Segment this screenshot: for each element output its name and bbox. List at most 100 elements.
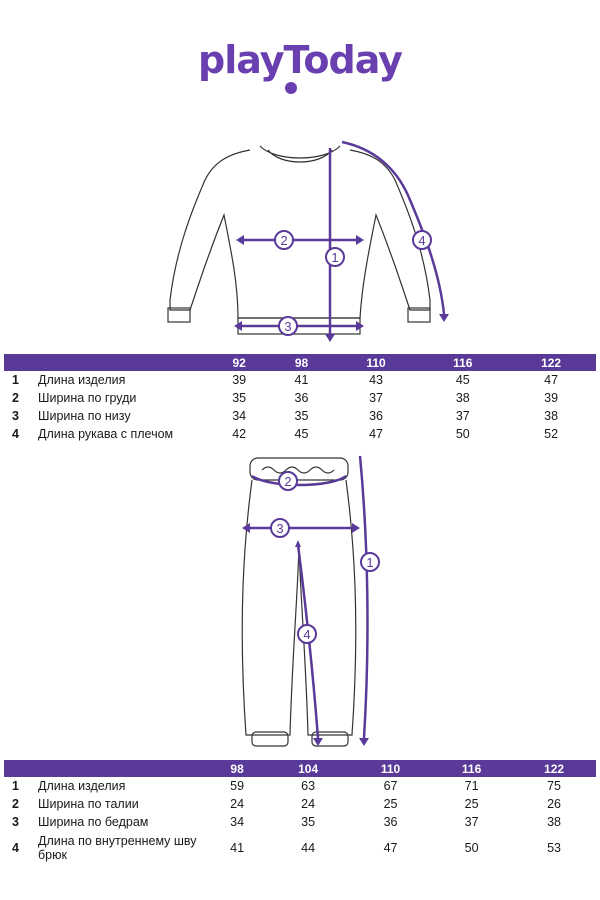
top-marker-2: 2 xyxy=(274,230,294,250)
table-header-cell xyxy=(34,760,208,777)
table-cell: 41 xyxy=(294,373,309,387)
svg-text:1: 1 xyxy=(366,555,373,570)
pants-size-table: 98 104 110 116 122 1 Длина изделия 59 63 6… xyxy=(4,760,596,865)
table-cell: 39 xyxy=(232,373,247,387)
table-cell: 35 xyxy=(294,409,309,423)
table-cell: 4 xyxy=(12,427,19,441)
table-cell: 26 xyxy=(547,797,561,811)
table-row: 1 Длина изделия 39 41 43 45 47 xyxy=(4,371,596,389)
table-cell: 71 xyxy=(464,779,479,793)
table-cell: 59 xyxy=(230,779,245,793)
table-cell: 42 xyxy=(232,427,247,441)
table-header-row: 92 98 110 116 122 xyxy=(4,354,596,371)
svg-text:3: 3 xyxy=(276,521,283,536)
pants-illustration: 1 2 3 4 xyxy=(241,455,380,747)
table-cell: 38 xyxy=(455,391,470,405)
table-cell: 35 xyxy=(232,391,247,405)
table-cell: 67 xyxy=(383,779,398,793)
table-cell: 34 xyxy=(232,409,247,423)
table-cell: Ширина по бедрам xyxy=(38,815,149,829)
table-row: 4 Длина рукава с плечом 42 45 47 50 52 xyxy=(4,425,596,443)
size-column: 104 xyxy=(266,760,351,777)
table-row: 4 Длина по внутреннему шву брюк 41 44 47 50… xyxy=(4,831,596,865)
table-cell: 4 xyxy=(12,841,19,855)
table-cell: 1 xyxy=(12,779,19,793)
brand-logo-dot xyxy=(285,82,297,94)
table-cell: 52 xyxy=(544,427,559,441)
svg-text:4: 4 xyxy=(418,233,425,248)
table-cell: 41 xyxy=(230,841,245,855)
table-cell: 24 xyxy=(230,797,245,811)
table-cell: 36 xyxy=(369,409,383,423)
size-column: 92 xyxy=(208,354,271,371)
top-marker-4: 4 xyxy=(412,230,432,250)
svg-text:2: 2 xyxy=(280,233,287,248)
top-marker-3: 3 xyxy=(278,316,298,336)
table-cell: 47 xyxy=(369,427,383,441)
table-cell: 63 xyxy=(301,779,316,793)
table-row: 2 Ширина по груди 35 36 37 38 39 xyxy=(4,389,596,407)
table-cell: 47 xyxy=(383,841,398,855)
brand-logo: playToday xyxy=(198,38,403,82)
size-column: 110 xyxy=(332,354,420,371)
table-cell: 38 xyxy=(547,815,561,829)
table-cell: 43 xyxy=(369,373,383,387)
table-cell: Длина по внутреннему шву брюк xyxy=(38,834,197,862)
svg-text:3: 3 xyxy=(284,319,291,334)
table-cell: Длина изделия xyxy=(38,779,126,793)
table-cell: 37 xyxy=(369,391,383,405)
pants-marker-1: 1 xyxy=(360,552,380,572)
table-cell: 3 xyxy=(12,815,19,829)
size-column: 122 xyxy=(512,760,596,777)
table-row: 3 Ширина по низу 34 35 36 37 38 xyxy=(4,407,596,425)
table-cell: Длина рукава с плечом xyxy=(38,427,174,441)
svg-text:1: 1 xyxy=(331,250,338,265)
table-cell: 36 xyxy=(383,815,398,829)
table-cell: 53 xyxy=(547,841,561,855)
size-column: 122 xyxy=(506,354,596,371)
table-cell: Длина изделия xyxy=(38,373,126,387)
table-cell: 25 xyxy=(464,797,479,811)
table-cell: 38 xyxy=(544,409,559,423)
table-cell: Ширина по низу xyxy=(38,409,131,423)
table-cell: 50 xyxy=(455,427,470,441)
pants-marker-2: 2 xyxy=(278,471,298,491)
table-cell: 3 xyxy=(12,409,19,423)
table-cell: 2 xyxy=(12,797,19,811)
table-cell: 50 xyxy=(464,841,479,855)
table-row: 1 Длина изделия 59 63 67 71 75 xyxy=(4,777,596,795)
table-cell: 25 xyxy=(383,797,398,811)
top-marker-1: 1 xyxy=(325,247,345,267)
table-cell: 34 xyxy=(230,815,245,829)
table-cell: 36 xyxy=(294,391,309,405)
table-cell: 75 xyxy=(547,779,561,793)
size-column: 98 xyxy=(270,354,333,371)
table-cell: 44 xyxy=(301,841,316,855)
table-cell: Ширина по груди xyxy=(38,391,137,405)
table-row: 2 Ширина по талии 24 24 25 25 26 xyxy=(4,795,596,813)
svg-text:4: 4 xyxy=(303,627,310,642)
table-header-cell xyxy=(4,354,34,371)
table-cell: 45 xyxy=(294,427,309,441)
table-cell: 47 xyxy=(544,373,559,387)
table-row: 3 Ширина по бедрам 34 35 36 37 38 xyxy=(4,813,596,831)
size-column: 110 xyxy=(350,760,432,777)
pants-marker-4: 4 xyxy=(297,624,317,644)
table-cell: 2 xyxy=(12,391,19,405)
table-cell: 37 xyxy=(455,409,470,423)
sweatshirt-illustration: 1 2 3 4 xyxy=(167,140,449,342)
table-cell: 35 xyxy=(301,815,316,829)
size-column: 116 xyxy=(419,354,507,371)
svg-text:2: 2 xyxy=(284,474,291,489)
table-cell: Ширина по талии xyxy=(38,797,139,811)
table-header-row: 98 104 110 116 122 xyxy=(4,760,596,777)
table-cell: 39 xyxy=(544,391,559,405)
table-cell: 45 xyxy=(455,373,470,387)
table-cell: 1 xyxy=(12,373,19,387)
table-cell: 24 xyxy=(301,797,316,811)
table-header-cell xyxy=(34,354,208,371)
size-column: 98 xyxy=(208,760,267,777)
table-header-cell xyxy=(4,760,34,777)
table-cell: 37 xyxy=(464,815,479,829)
